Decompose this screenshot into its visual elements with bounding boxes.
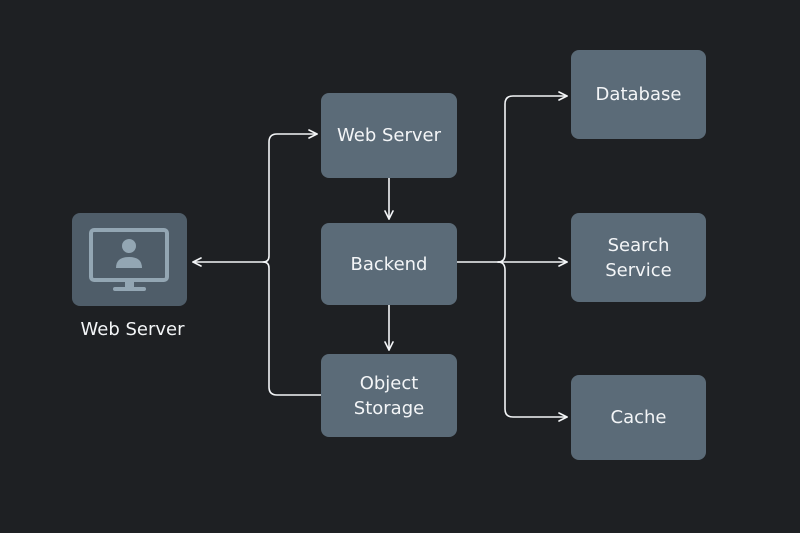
connector-storage-to-client — [192, 257, 322, 396]
object-storage-label-line2: Storage — [353, 397, 425, 419]
backend-node: Backend — [321, 223, 457, 305]
search-service-label-line1: Search — [607, 234, 670, 256]
connector-client-to-webserver — [262, 129, 318, 263]
monitor-user-icon — [89, 228, 169, 291]
object-storage-label-line1: Object — [359, 372, 419, 394]
search-service-node: Search Service — [571, 213, 706, 302]
database-label: Database — [595, 84, 682, 105]
cache-label: Cache — [610, 407, 667, 428]
backend-label: Backend — [350, 253, 428, 275]
database-node: Database — [571, 50, 706, 139]
search-service-label-line2: Service — [605, 259, 672, 281]
connector-backend-to-cache — [497, 261, 568, 422]
client-label: Web Server — [80, 319, 185, 340]
web-server-node: Web Server — [321, 93, 457, 178]
connector-backend-to-database — [497, 91, 568, 263]
cache-node: Cache — [571, 375, 706, 460]
client-computer-node — [72, 213, 187, 306]
web-server-label: Web Server — [337, 125, 441, 146]
object-storage-node: Object Storage — [321, 354, 457, 437]
